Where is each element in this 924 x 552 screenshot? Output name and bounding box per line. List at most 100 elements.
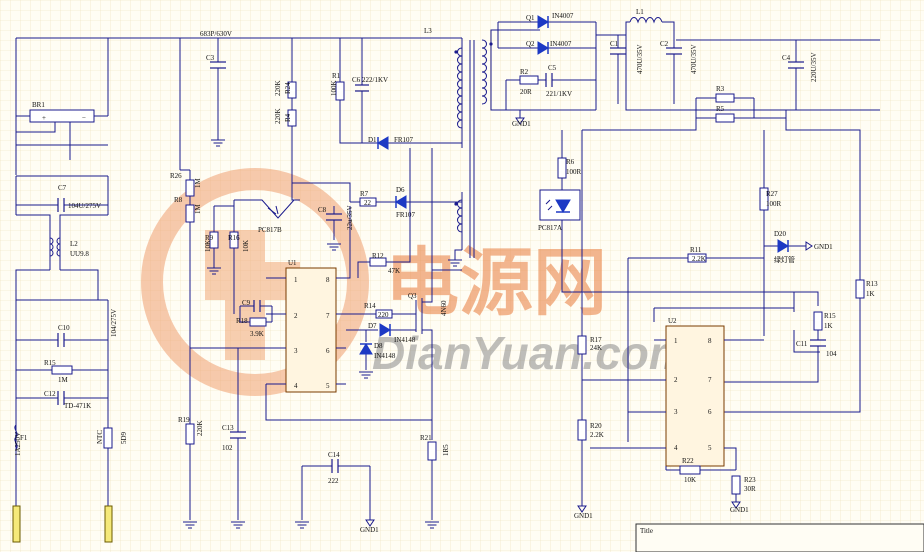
r14-value: 220 — [378, 311, 389, 319]
c2-value: 470U/35V — [690, 44, 698, 74]
d1-label: D1 — [368, 136, 377, 144]
ntc-value: 5D9 — [120, 431, 128, 444]
title-block-label: Title — [640, 527, 653, 535]
br1-plus: + — [42, 114, 46, 122]
f1-value: 1A250V — [14, 432, 22, 456]
resistor-r14 — [375, 309, 393, 319]
r20-label: R20 — [590, 422, 602, 430]
resistor-r27 — [759, 187, 769, 211]
ac-input-n — [104, 505, 113, 543]
resistor-r12 — [369, 257, 387, 267]
d6-value: FR107 — [396, 211, 416, 219]
c5-value: 221/1KV — [546, 90, 572, 98]
primary-snubber: 683P/630V C3 L3 220K R24 220K R4 R1 100K… — [200, 27, 462, 183]
diode-d8 — [359, 343, 373, 355]
resistor-r15b — [813, 311, 823, 331]
c6-label: C6 — [352, 76, 361, 84]
r24-label: R24 — [284, 82, 292, 94]
r22-label: R22 — [682, 457, 694, 465]
r19-label: R19 — [178, 416, 190, 424]
u1-label: U1 — [288, 259, 297, 267]
c12-label: C12 — [44, 390, 56, 398]
gnd1-label-c: GND1 — [814, 243, 833, 251]
d8-value: IN4148 — [374, 352, 396, 360]
pc817a-led-icon — [555, 199, 571, 213]
q2-value: IN4007 — [550, 40, 572, 48]
diode-q2 — [537, 41, 549, 55]
r15b-value: 1K — [824, 322, 833, 330]
r19-value: 220K — [196, 420, 204, 436]
u1-pin3: 3 — [294, 347, 298, 355]
ic-u1 — [285, 267, 337, 393]
resistor-r5 — [715, 113, 735, 123]
r23-value: 30R — [744, 485, 756, 493]
l2-value: UU9.8 — [70, 250, 89, 258]
u2-pin5: 5 — [708, 444, 712, 452]
r11-label: R11 — [690, 246, 702, 254]
u2-pin1: 1 — [674, 337, 678, 345]
r26-value: 1M — [194, 178, 202, 189]
r7-label: R7 — [360, 190, 369, 198]
thermistor-ntc — [103, 427, 113, 449]
c2-label: C2 — [660, 40, 669, 48]
c14-value: 222 — [328, 477, 339, 485]
c12-value: TD-471K — [64, 402, 91, 410]
d20-value: 绿灯管 — [774, 255, 795, 264]
c6-value: 222/1KV — [362, 76, 388, 84]
u2-pin7: 7 — [708, 376, 712, 384]
resistor-r26 — [185, 179, 195, 197]
resistor-r2 — [519, 75, 539, 85]
led-d20 — [777, 239, 789, 253]
l2-label: L2 — [70, 240, 78, 248]
resistor-r11 — [687, 253, 707, 263]
r18-value: 3.9K — [250, 330, 264, 338]
resistor-r4 — [287, 109, 297, 127]
diode-q1 — [537, 15, 549, 29]
q3-value: 4N60 — [440, 300, 448, 316]
u1-pin7: 7 — [326, 312, 330, 320]
u1-pin6: 6 — [326, 347, 330, 355]
c7-label: C7 — [58, 184, 67, 192]
secondary-section: Q1 IN4007 Q2 IN4007 R2 20R C5 221/1KV GN… — [490, 8, 880, 520]
resistor-r24 — [287, 81, 297, 99]
d6-label: D6 — [396, 186, 405, 194]
u2-label: U2 — [668, 317, 677, 325]
diode-d6 — [395, 195, 407, 209]
d20-label: D20 — [774, 230, 787, 238]
gnd1-label-e: GND1 — [730, 506, 749, 514]
optocoupler-pc817a — [539, 189, 581, 221]
resistor-r15 — [51, 365, 73, 375]
resistor-r19 — [185, 423, 195, 445]
r8-label: R8 — [174, 196, 183, 204]
c14-label: C14 — [328, 451, 340, 459]
c8-value: 22u/35V — [346, 206, 354, 231]
q3-label: Q3 — [408, 292, 417, 300]
gnd1-label-d: GND1 — [574, 512, 593, 520]
d1-value: FR107 — [394, 136, 414, 144]
r11-value: 2.2K — [692, 255, 706, 263]
c13-value: 102 — [222, 444, 233, 452]
r4-value: 220K — [274, 108, 282, 124]
c4-value: 220U/35V — [810, 52, 818, 82]
resistor-r16 — [229, 231, 239, 249]
r18-label: R18 — [236, 317, 248, 325]
c3-label: C3 — [206, 54, 215, 62]
c4-label: C4 — [782, 54, 791, 62]
c9-label: C9 — [242, 299, 251, 307]
u1-pin1: 1 — [294, 276, 298, 284]
c11-value: 104 — [826, 350, 837, 358]
c1-label: C1 — [610, 40, 619, 48]
input-section: BR1 + − C7 104U/275V L2 UU9.8 C10 104/27… — [12, 37, 462, 543]
u1-pin8: 8 — [326, 276, 330, 284]
r15-value: 1M — [58, 376, 69, 384]
diode-d7 — [379, 323, 391, 337]
r9-value: 10K — [204, 240, 212, 252]
q2-label: Q2 — [526, 40, 535, 48]
r3-label: R3 — [716, 85, 725, 93]
r14-label: R14 — [364, 302, 376, 310]
r13-label: R13 — [866, 280, 878, 288]
resistor-r23 — [731, 475, 741, 495]
watermark-cn-text: 电源网 — [385, 241, 607, 324]
c13-label: C13 — [222, 424, 234, 432]
